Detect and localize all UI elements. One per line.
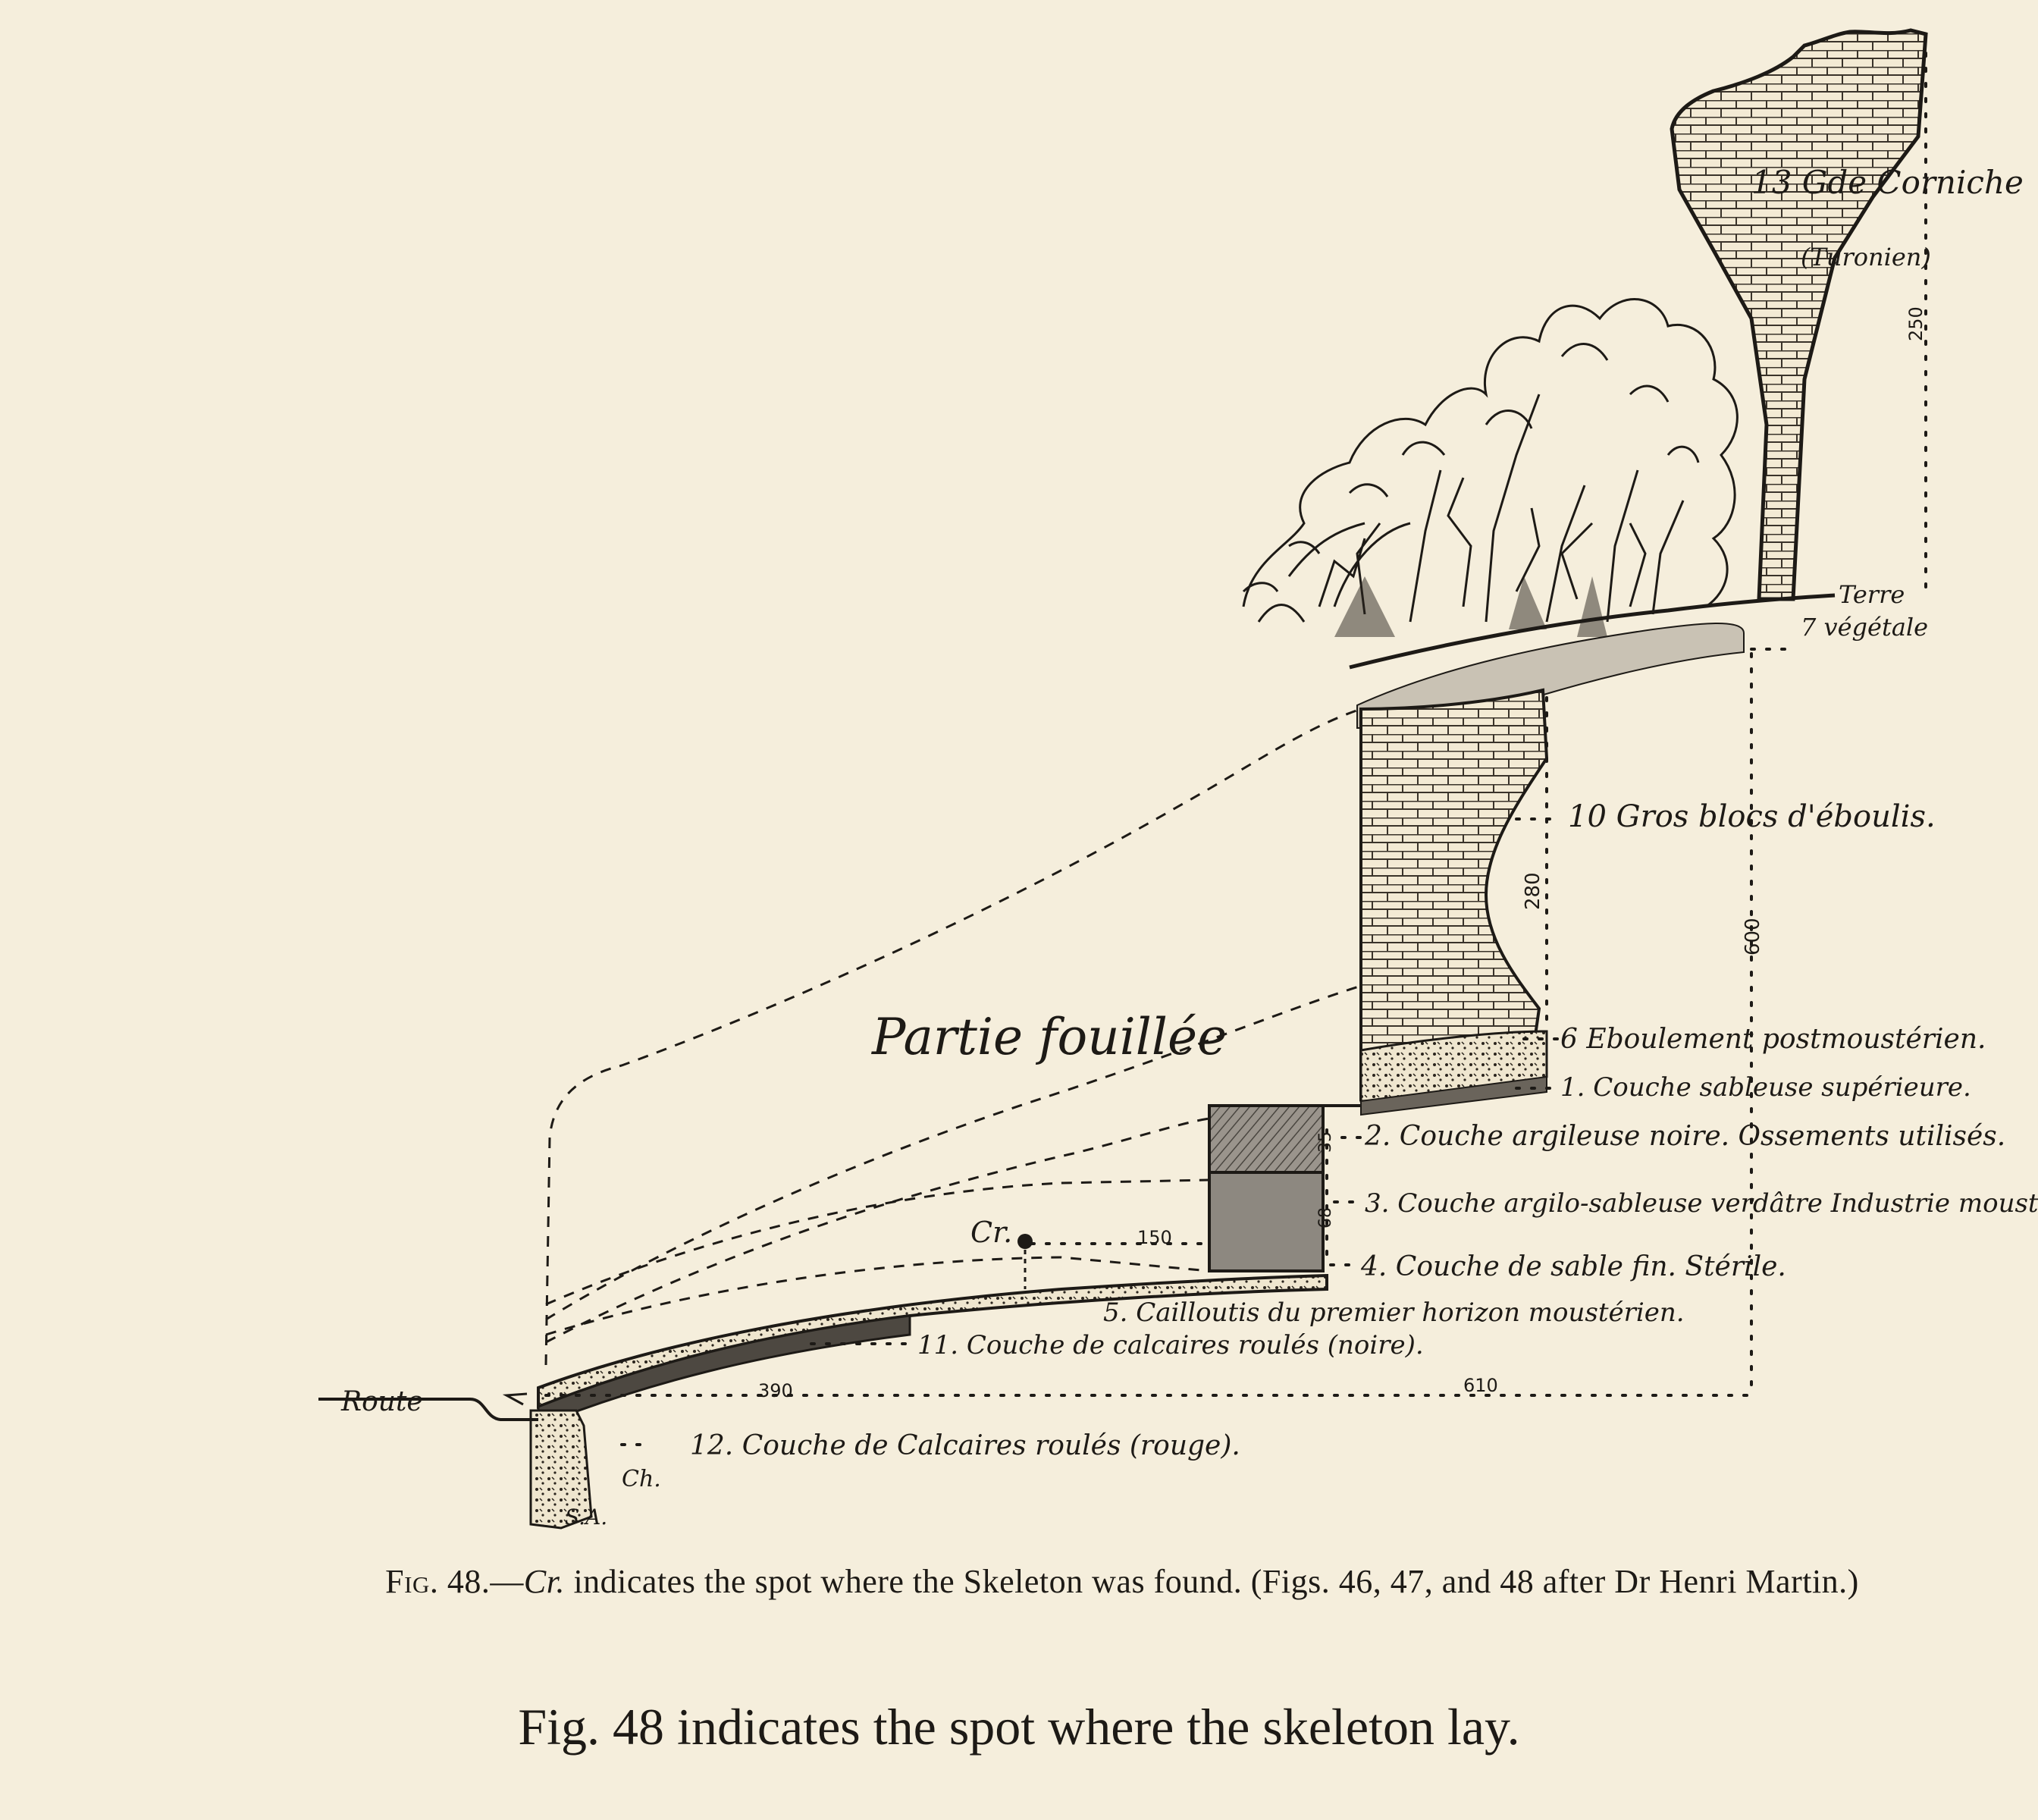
body-text-note: Fig. 48 indicates the spot where the ske… [518,1698,1520,1756]
label-partie-fouillee: Partie fouillée [871,1008,1227,1066]
excavation-outline [544,708,1362,1366]
label-layer-12: 12. Couche de Calcaires roulés (rouge). [690,1430,1240,1461]
caption-cr: Cr. [523,1563,565,1600]
label-layer-10: 10 Gros blocs d'éboulis. [1568,799,1936,834]
excavation-outline [545,1178,1210,1306]
dimension-600: 600 [1742,918,1764,956]
caption-dash: — [490,1563,524,1600]
excavated-block-layer-3 [1208,1171,1325,1272]
ground-surface-line [1349,593,1836,670]
excavation-outline [545,1117,1210,1344]
dimension-68: 68 [1316,1207,1335,1228]
label-layer-11: 11. Couche de calcaires roulés (noire). [917,1330,1424,1360]
road-arrow [502,1392,528,1406]
corniche-cliff [1670,28,1928,601]
label-ch: Ch. [622,1466,661,1492]
label-turonien: (Turonien) [1801,243,1931,271]
excavated-block-layer-2 [1208,1104,1325,1174]
layer-1-upper-sand [1360,1075,1547,1116]
slope-layer-11-calcaires-noirs [537,1314,911,1428]
dimension-610: 610 [1463,1375,1498,1396]
label-layer-4: 4. Couche de sable fin. Stérile. [1360,1251,1786,1282]
label-layer-5: 5. Cailloutis du premier horizon moustér… [1103,1298,1685,1328]
label-route: Route [340,1386,423,1417]
label-terre-vegetale-a: Terre [1839,580,1905,609]
excavation-outline [545,1256,1210,1336]
dimension-150: 150 [1137,1227,1172,1248]
dimension-35: 35 [1316,1131,1335,1153]
eboulis-block-column [1359,688,1549,1102]
trees-vegetation [1242,298,1739,623]
label-layer-2: 2. Couche argileuse noire. Ossements uti… [1364,1121,2005,1152]
excavation-outline [545,984,1362,1321]
caption-text: indicates the spot where the Skeleton wa… [564,1563,1859,1600]
caption-fig-label: Fig. 48. [385,1563,491,1600]
tree-trunk-shading [1334,576,1607,637]
road-surface [318,1398,538,1421]
dimension-280: 280 [1522,872,1544,910]
dimension-250: 250 [1905,306,1927,341]
label-layer-3: 3. Couche argilo-sableuse verdâtre Indus… [1365,1188,2038,1219]
label-cr: Cr. [970,1216,1012,1249]
skeleton-spot-marker [1017,1234,1033,1249]
label-layer-1: 1. Couche sableuse supérieure. [1560,1072,1971,1103]
figure-caption: Fig. 48.—Cr. indicates the spot where th… [364,1561,1880,1603]
dimension-390: 390 [758,1380,793,1401]
label-sa: S.A. [565,1505,607,1530]
label-layer-6: 6 Eboulement postmoustérien. [1560,1024,1986,1055]
label-grande-corniche: 13 Gde Corniche [1751,164,2024,201]
label-terre-vegetale-b: 7 végétale [1801,613,1928,642]
slope-layer-12-calcaires-rouges [529,1409,593,1530]
